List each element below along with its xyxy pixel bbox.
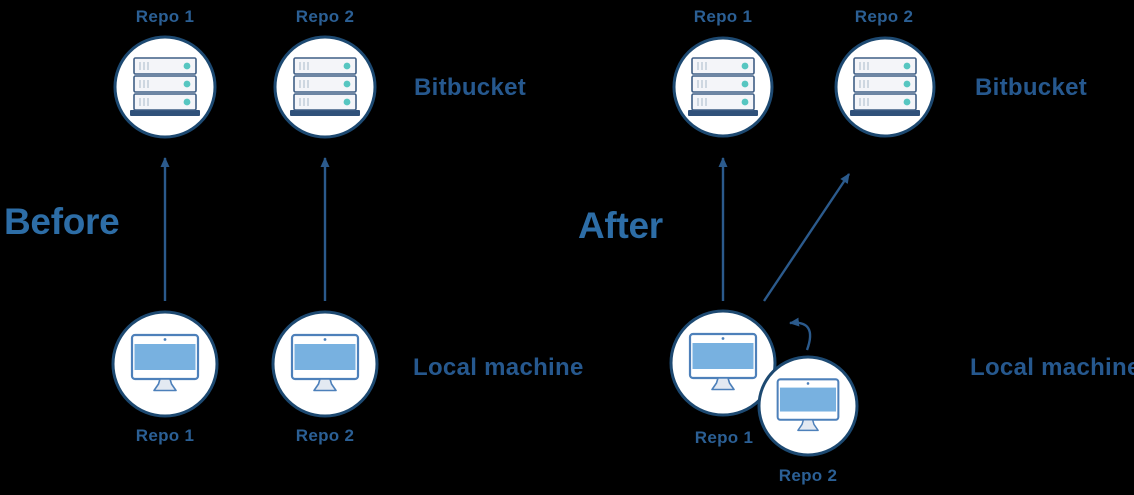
before-remote-repo1-label: Repo 1 [135,7,195,26]
before-heading: Before [4,201,120,242]
before-local-repo1-label: Repo 1 [135,426,195,445]
after-bitbucket-label: Bitbucket [975,74,1088,101]
before-bitbucket-repo1-node [113,35,217,139]
server-icon [687,57,759,117]
after-local-repo2-label: Repo 2 [778,466,838,485]
before-local-repo1-node [111,310,219,418]
after-local-machine-label: Local machine [970,354,1134,381]
server-icon [129,57,201,117]
after-local-repo2-node [757,355,859,457]
before-bitbucket-repo2-node [273,35,377,139]
after-local-repo1-label: Repo 1 [694,428,754,447]
after-remote-repo1-label: Repo 1 [693,7,753,26]
after-section [669,36,936,457]
server-icon [289,57,361,117]
after-bitbucket-repo2-node [834,36,936,138]
before-bitbucket-label: Bitbucket [414,74,527,101]
after-remote-repo2-label: Repo 2 [854,7,914,26]
before-section [111,35,379,418]
before-remote-repo2-label: Repo 2 [295,7,355,26]
after-heading: After [578,205,663,246]
after-local-repo1-node [669,309,777,417]
push-arrow-after-repo2 [763,173,850,302]
before-local-repo2-node [271,310,379,418]
after-bitbucket-repo1-node [672,36,774,138]
before-local-repo2-label: Repo 2 [295,426,355,445]
server-icon [849,57,921,117]
before-local-machine-label: Local machine [413,354,584,381]
curved-left-arrow-icon [789,317,812,351]
